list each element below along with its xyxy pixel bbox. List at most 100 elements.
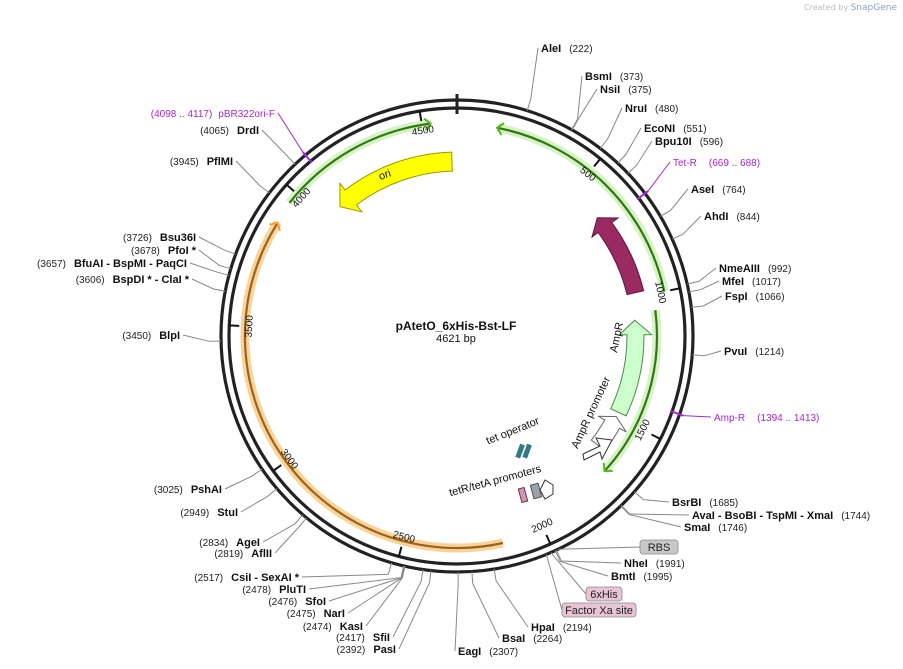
enzyme-label: (2474)KasI	[303, 621, 363, 633]
enzyme-leader	[262, 514, 304, 543]
primer-leader	[277, 112, 304, 153]
enzyme-leader	[571, 75, 583, 130]
boxed-label: RBS	[648, 542, 671, 554]
tick-label: 4500	[411, 124, 435, 139]
boxed-label: 6xHis	[590, 589, 618, 601]
enzyme-label: (2819)AflII	[214, 548, 272, 560]
orf-green-ampr-head	[602, 462, 613, 472]
enzyme-label: (4065)DrdI	[200, 125, 259, 137]
promoter-glyph-3	[539, 479, 554, 500]
enzyme-label: (3657)BfuAI - BspMI - PaqCI	[37, 258, 187, 270]
enzyme-label: EagI(2307)	[458, 646, 518, 658]
enzyme-label: FspI(1066)	[725, 291, 785, 303]
tick-mark	[651, 433, 661, 440]
enzyme-leader	[301, 562, 393, 578]
enzyme-label: NheI(1991)	[624, 558, 685, 570]
enzyme-label: NruI(480)	[625, 103, 678, 115]
tick-label: 3500	[244, 315, 256, 338]
orf-green-ori-head	[423, 117, 432, 131]
orf-green-tetr-head	[495, 122, 505, 136]
tick-label: 2000	[530, 516, 555, 535]
orf-green-ampr	[603, 310, 659, 472]
enzyme-leader	[308, 565, 405, 590]
feature-label-tetr-tetA-promoters: tetR/tetA promoters	[448, 463, 543, 499]
enzyme-label: (2834)AgeI	[199, 537, 260, 549]
enzyme-label: (2476)SfoI	[268, 596, 326, 608]
enzyme-leader	[660, 188, 689, 217]
orf-orange	[243, 222, 504, 550]
boxed-label-bg	[561, 602, 637, 618]
enzyme-leader	[274, 517, 307, 554]
primer-label: Amp-R(1394 .. 1413)	[714, 413, 819, 424]
enzyme-label: BmtI(1995)	[611, 571, 672, 583]
enzyme-leader	[189, 262, 230, 276]
enzyme-label: HpaI(2194)	[531, 622, 592, 634]
primer-mark	[636, 190, 649, 201]
enzyme-leader	[620, 505, 690, 516]
enzyme-leader	[688, 280, 720, 293]
enzyme-leader	[198, 236, 236, 255]
enzyme-leader	[471, 571, 500, 639]
enzyme-leader	[347, 565, 406, 614]
feature-label-ampr: AmpR	[608, 321, 626, 353]
primer-leader	[647, 161, 671, 192]
backbone-rings	[219, 94, 695, 574]
boxed-leader	[550, 552, 587, 595]
enzyme-leader	[182, 334, 222, 342]
enzyme-label: AhdI(844)	[704, 211, 760, 223]
enzyme-sites: AleI(222)BsmI(373)NsiI(375)NruI(480)EcoN…	[37, 43, 870, 658]
enzyme-label: AvaI - BsoBI - TspMI - XmaI(1744)	[692, 510, 870, 522]
orf-green-tetr	[496, 126, 666, 292]
feature-ampr	[610, 319, 653, 417]
enzyme-leader	[224, 468, 263, 490]
enzyme-label: MfeI(1017)	[722, 276, 781, 288]
enzyme-label: (3450)BlpI	[122, 330, 180, 342]
enzyme-label: NmeAIII(992)	[719, 263, 791, 275]
enzyme-leader	[240, 488, 278, 513]
primer-leader	[683, 415, 712, 418]
enzyme-leader	[554, 550, 609, 577]
tick-mark	[397, 546, 403, 557]
tick-mark	[272, 464, 282, 472]
feature-ori	[339, 151, 453, 213]
created-by-label: Created by	[804, 3, 849, 12]
enzyme-leader	[692, 350, 722, 357]
plasmid-length: 4621 bp	[436, 333, 476, 345]
enzyme-leader	[454, 571, 459, 652]
enzyme-label: (3726)Bsu36I	[123, 232, 196, 244]
enzyme-leader	[328, 565, 405, 602]
enzyme-label: NsiI(375)	[600, 84, 652, 96]
enzyme-leader	[599, 107, 623, 149]
tick-mark	[545, 534, 552, 545]
enzyme-leader	[634, 491, 670, 503]
enzyme-label: (2475)NarI	[287, 608, 345, 620]
boxed-label-bg	[585, 586, 623, 602]
enzyme-leader	[261, 129, 296, 165]
enzyme-leader	[198, 249, 231, 270]
primer-mark	[302, 151, 313, 164]
orf-green-tetr-glow	[496, 123, 669, 293]
primer-mark	[669, 410, 684, 417]
feature-label-ori: ori	[377, 167, 393, 182]
enzyme-leader	[398, 570, 432, 650]
enzyme-leader	[687, 267, 717, 285]
enzyme-leader	[620, 505, 682, 528]
boxed-label: Factor Xa site	[565, 605, 633, 617]
enzyme-leader	[392, 569, 424, 638]
ampr-promoter-glyph	[582, 437, 613, 461]
enzyme-leader	[671, 215, 702, 240]
tick-mark	[593, 158, 602, 168]
enzyme-leader	[191, 278, 226, 292]
enzyme-label: BsmI(373)	[585, 71, 643, 83]
enzyme-label: (2392)PasI	[336, 644, 396, 656]
primer-label: (4098 .. 4117)pBR322ori-F	[151, 109, 275, 120]
enzyme-label: (3678)PfoI *	[131, 245, 197, 257]
enzyme-leader	[627, 140, 653, 174]
feature-label-tetr: TetR	[551, 176, 576, 200]
enzyme-label: EcoNI(551)	[644, 123, 707, 135]
tick-mark	[669, 287, 681, 292]
enzyme-label: AseI(764)	[691, 184, 746, 196]
enzyme-leader	[526, 47, 539, 111]
enzyme-label: BsaI(2264)	[502, 633, 562, 645]
